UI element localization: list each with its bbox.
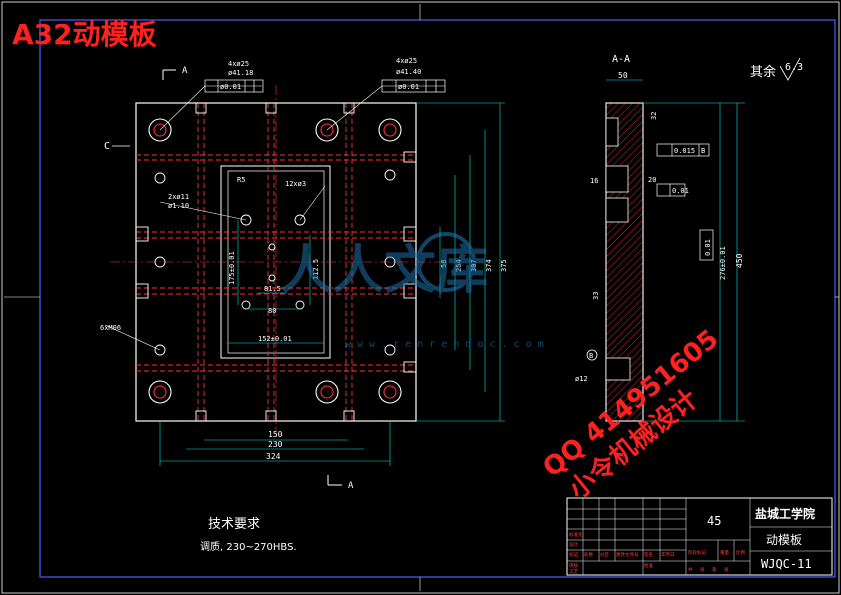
- titleblock-label: 处数: [584, 551, 593, 558]
- dim-152: 152±0.01: [258, 335, 292, 343]
- sheet-title: A32动模板: [12, 18, 157, 51]
- titleblock-label: 标准化: [569, 531, 583, 538]
- datum-c: C: [104, 141, 110, 152]
- view-mark-top: A: [182, 66, 188, 76]
- dim-254: 254: [455, 259, 463, 272]
- dim-276: 276±0.01: [719, 246, 727, 280]
- titleblock-label: 标记: [569, 551, 578, 558]
- small-hole-callout-sub: ø1.10: [168, 202, 189, 210]
- watermark-logo-text: 人人文库: [280, 241, 488, 301]
- hole-callout-left: 4xø25: [228, 60, 249, 68]
- watermark-url: w w w . r e n r e n d o c . c o m: [345, 339, 544, 350]
- hole-callout-left-sub: ø41.18: [228, 69, 253, 77]
- titleblock-label: 张: [724, 566, 729, 573]
- section-view: A-A 50 32 16 20 450 276±0.01 33 ø12 0.01…: [575, 54, 745, 422]
- inner-border: [39, 19, 836, 578]
- title-block: 45 盐城工学院 动模板 WJQC-11 标记处数分区更改文件号签名 年月日 设计 标…: [566, 497, 833, 576]
- section-fcf-1-datum: B: [701, 147, 705, 155]
- roughness-symbol-icon: [779, 57, 801, 81]
- titleblock-label: 张: [700, 566, 705, 573]
- dim-50: 50: [618, 71, 628, 80]
- section-fcf-2: 0.01: [672, 187, 689, 195]
- thread-callout: 12xø3: [285, 180, 306, 188]
- dim-80: 80: [268, 307, 276, 315]
- titleblock-label: 工艺: [569, 569, 578, 575]
- watermark: 人人文库 w w w . r e n r e n d o c . c o m: [280, 232, 544, 350]
- bottom-hole-callout: ø12: [575, 375, 588, 383]
- dim-375: 375: [500, 259, 508, 272]
- titleblock-label: 设计: [569, 541, 578, 548]
- material: 45: [707, 514, 721, 528]
- guide-holes: [148, 118, 402, 404]
- drawing-number: WJQC-11: [761, 557, 812, 571]
- radius-callout: R5: [237, 176, 245, 184]
- titleblock-label: 批准: [644, 562, 653, 569]
- tech-title: 技术要求: [208, 517, 260, 532]
- titleblock-label: 年月日: [661, 551, 675, 558]
- dim-175: 175±0.01: [228, 251, 236, 285]
- dim-815: 81.5: [264, 285, 281, 293]
- titleblock-label: 更改文件号: [616, 551, 639, 558]
- side-hole-callout: 6xM06: [100, 324, 121, 332]
- roughness-label: 其余: [750, 64, 776, 80]
- dim-230: 230: [268, 440, 283, 449]
- front-view: ø0.01 ø0.01 4xø25 ø41.18 4xø25 ø41.40 2x…: [100, 57, 508, 491]
- dim-150: 150: [268, 430, 283, 439]
- hole-callout-right-sub: ø41.40: [396, 68, 421, 76]
- part-name: 动模板: [766, 533, 802, 547]
- tech-text: 调质, 230~270HBS.: [200, 541, 297, 553]
- titleblock-label: 第: [712, 566, 717, 573]
- school-name: 盐城工学院: [755, 506, 815, 521]
- section-datum-b: B: [589, 352, 593, 360]
- dim-16: 16: [590, 177, 598, 185]
- fcf-right-value: ø0.01: [398, 83, 419, 91]
- section-fcf-1: 0.015: [674, 147, 695, 155]
- titleblock-label: 审核: [569, 562, 578, 569]
- titleblock-label: 重量: [720, 549, 729, 556]
- titleblock-label: 分区: [600, 551, 609, 558]
- section-fcf-3: 0.01: [704, 239, 712, 256]
- titleblock-label: 共: [688, 566, 693, 573]
- dim-32: 32: [650, 112, 658, 120]
- dim-450: 450: [735, 253, 744, 268]
- titleblock-label: 阶段标记: [688, 549, 706, 556]
- titleblock-label: 签名: [644, 551, 653, 558]
- dim-1125: 112.5: [312, 259, 320, 280]
- dim-374: 374: [485, 259, 493, 272]
- fcf-left-value: ø0.01: [220, 83, 241, 91]
- view-mark-bottom: A: [348, 481, 354, 491]
- dim-58: 58: [440, 260, 448, 268]
- section-label: A-A: [612, 54, 630, 65]
- hole-callout-right: 4xø25: [396, 57, 417, 65]
- dim-324: 324: [266, 452, 281, 461]
- small-hole-callout: 2xø11: [168, 193, 189, 201]
- dim-20: 20: [648, 176, 656, 184]
- titleblock-label: 比例: [736, 549, 745, 556]
- roughness-value: 6.3: [785, 62, 803, 73]
- dim-33: 33: [592, 292, 600, 300]
